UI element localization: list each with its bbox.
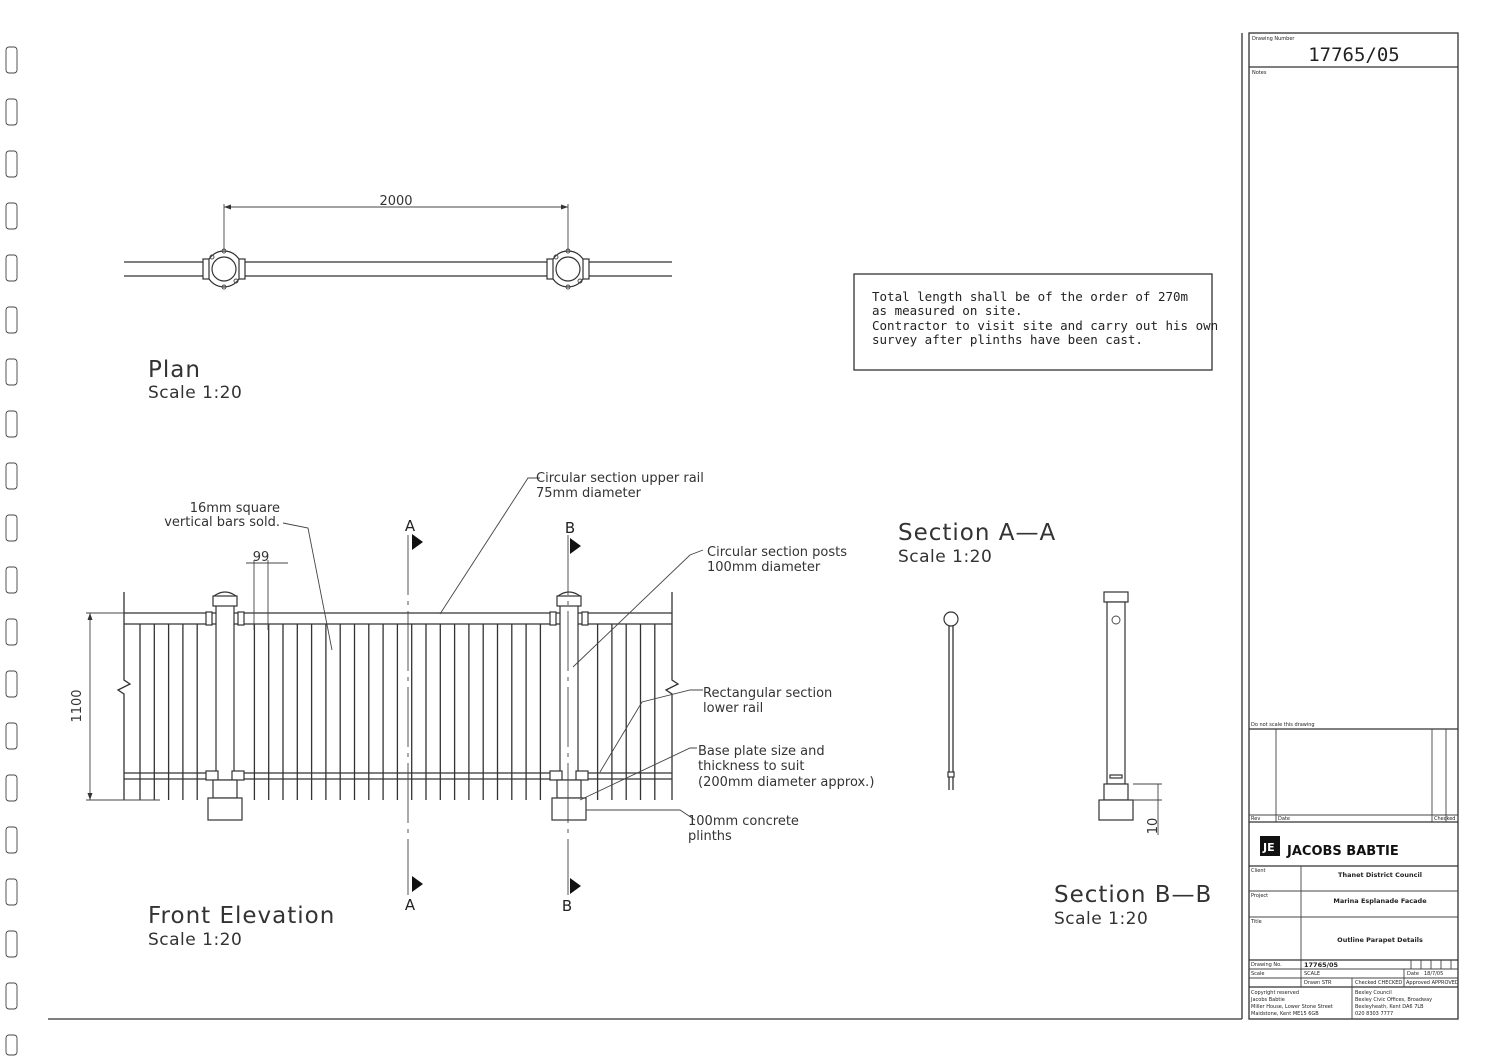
plan-view: [124, 204, 672, 290]
section-marker-a-bottom: A: [405, 896, 416, 914]
note-line-2: as measured on site.: [872, 303, 1023, 318]
project-label: Project: [1251, 893, 1268, 899]
plan-scale: Scale 1:20: [148, 383, 242, 403]
section-bb-drawing: [1098, 591, 1162, 835]
rev-label: Rev: [1251, 816, 1260, 822]
drawn-by: Drawn STR: [1304, 980, 1332, 986]
callout-base-plate-line-2: thickness to suit: [698, 759, 804, 774]
section-bb-dimension: 10: [1146, 818, 1161, 835]
company-logo: [1260, 836, 1280, 856]
scale-value: SCALE: [1304, 971, 1320, 977]
copyright-line-2: Jacobs Babtie: [1250, 997, 1285, 1003]
section-marker-b-top: B: [565, 519, 575, 537]
callout-base-plate-line-3: (200mm diameter approx.): [698, 775, 874, 790]
title-label: Title: [1250, 919, 1262, 925]
note-line-1: Total length shall be of the order of 27…: [872, 289, 1188, 304]
date-label: Date: [1278, 816, 1290, 822]
callout-plinths-line-2: plinths: [688, 829, 732, 844]
callout-posts-line-1: Circular section posts: [707, 545, 847, 560]
note-line-3: Contractor to visit site and carry out h…: [872, 318, 1218, 333]
copyright-line-1: Copyright reserved: [1251, 990, 1299, 996]
checked-label: Checked: [1434, 816, 1455, 822]
client-label: Client: [1251, 868, 1266, 874]
elevation-scale: Scale 1:20: [148, 930, 242, 950]
section-aa-title: Section A—A: [898, 520, 1056, 546]
section-bb-scale: Scale 1:20: [1054, 909, 1148, 929]
note-line-4: survey after plinths have been cast.: [872, 332, 1143, 347]
section-marker-a-top: A: [405, 517, 416, 535]
callout-upper-rail-line-2: 75mm diameter: [536, 486, 642, 501]
drawing-number: 17765/05: [1308, 44, 1400, 66]
bar-spacing-dimension: 99: [253, 550, 270, 565]
project-value: Marina Esplanade Facade: [1333, 897, 1427, 905]
callout-lower-rail-line-2: lower rail: [703, 701, 763, 716]
copyright-line-3: Miller House, Lower Stone Street: [1251, 1004, 1333, 1010]
drawing-no-value: 17765/05: [1304, 961, 1339, 969]
client-address-line-1: Bexley Council: [1355, 990, 1392, 996]
note-box: [853, 273, 1213, 371]
company-name: JACOBS BABTIE: [1286, 844, 1399, 859]
elevation-title: Front Elevation: [148, 903, 335, 929]
date-field-label: Date: [1407, 971, 1419, 977]
section-bb-title: Section B—B: [1054, 882, 1212, 908]
company-mark: JE: [1262, 841, 1275, 854]
notes-label: Notes: [1252, 70, 1267, 76]
callout-upper-rail-line-1: Circular section upper rail: [536, 471, 704, 486]
client-address-line-2: Bexley Civic Offices, Broadway: [1355, 997, 1432, 1003]
plan-dimension: 2000: [379, 194, 412, 209]
checked-by: Checked CHECKED: [1355, 980, 1402, 986]
scale-label: Scale: [1251, 971, 1264, 977]
drawing-number-label: Drawing Number: [1252, 36, 1295, 42]
do-not-scale-label: Do not scale this drawing: [1251, 722, 1315, 728]
callout-posts-line-2: 100mm diameter: [707, 560, 821, 575]
date-value: 18/7/05: [1424, 971, 1443, 977]
title-block: [1241, 32, 1459, 1020]
drawing-no-label: Drawing No.: [1251, 962, 1282, 968]
elevation-height-dimension: 1100: [70, 689, 85, 722]
front-elevation: [86, 477, 704, 895]
callout-base-plate-line-1: Base plate size and: [698, 744, 825, 759]
section-marker-b-bottom: B: [562, 897, 572, 915]
callout-bars-line-2: vertical bars sold.: [164, 515, 280, 530]
title-value: Outline Parapet Details: [1337, 936, 1423, 944]
copyright-line-4: Maidstone, Kent ME15 6GB: [1251, 1011, 1319, 1017]
approved-by: Approved APPROVED: [1406, 980, 1459, 986]
client-value: Thanet District Council: [1338, 871, 1422, 879]
section-aa-scale: Scale 1:20: [898, 547, 992, 567]
section-aa-drawing: [943, 611, 959, 790]
client-address-line-3: Bexleyheath, Kent DA6 7LB: [1355, 1004, 1424, 1010]
client-address-line-4: 020 8303 7777: [1355, 1011, 1393, 1017]
callout-plinths-line-1: 100mm concrete: [688, 814, 799, 829]
callout-lower-rail-line-1: Rectangular section: [703, 686, 832, 701]
callout-bars-line-1: 16mm square: [190, 501, 280, 516]
binder-holes: [5, 46, 18, 1056]
plan-title: Plan: [148, 357, 201, 383]
